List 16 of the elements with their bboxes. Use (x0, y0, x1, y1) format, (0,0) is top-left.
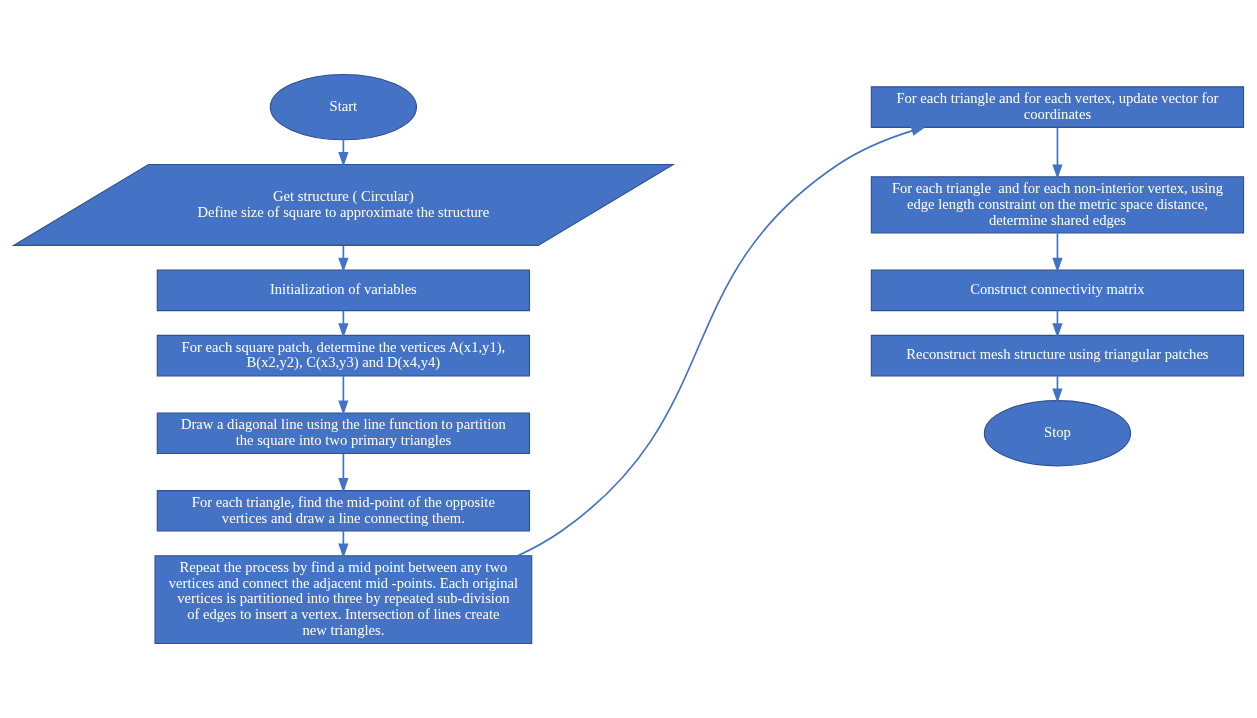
node-box: Draw a diagonal line using the line function to partition the square into two primary triangles (156, 412, 531, 454)
node-box: For each triangle and for each non-interior vertex, using edge length constraint on the metric space distance, determine shared edges (870, 176, 1245, 234)
arrow (1052, 232, 1063, 273)
node-box: Repeat the process by find a mid point between any two vertices and connect the adjacent mid -points. Each original vertices is partitioned into three by repeated sub-division of edges to insert a vertex. Intersection of lines create new triangles. (154, 555, 533, 645)
arrow (338, 375, 349, 416)
node-box: Initialization of variables (156, 269, 531, 312)
node-box: For each triangle and for each vertex, update vector for coordinates (870, 86, 1245, 128)
node-box: Construct connectivity matrix (870, 269, 1245, 312)
node-box: For each triangle, find the mid-point of the opposite vertices and draw a line connecting them. (156, 490, 531, 532)
node-ellipse: Stop (983, 400, 1132, 467)
node-box: Reconstruct mesh structure using triangular patches (870, 334, 1245, 377)
node-box: For each square patch, determine the vertices A(x1,y1), B(x2,y2), C(x3,y3) and D(x4,y4) (156, 334, 531, 377)
arrow (517, 125, 926, 557)
arrow (338, 452, 349, 493)
arrow (1052, 126, 1063, 180)
node-ellipse: Start (269, 73, 418, 141)
